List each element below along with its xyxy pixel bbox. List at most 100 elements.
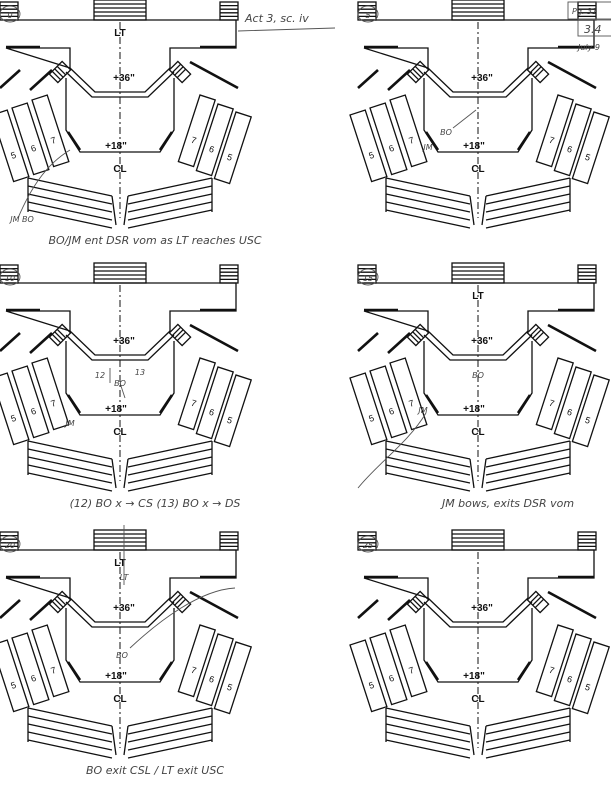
seat-section-label: 7	[408, 398, 416, 409]
seat-section-label: 7	[50, 398, 58, 409]
blocking-caption: (12) BO x → CS (13) BO x → DS	[70, 497, 241, 510]
panel-number-text: 0	[7, 11, 12, 20]
stairs-right	[577, 264, 597, 284]
seat-row	[27, 464, 213, 484]
seat-block-left: 6	[369, 632, 408, 706]
vom-edge-right	[158, 394, 174, 414]
seat-row	[27, 448, 213, 468]
upper-level-label: +36"	[113, 336, 135, 347]
upper-platform	[363, 549, 595, 599]
stairs-center	[93, 262, 147, 284]
seat-row	[385, 440, 571, 460]
seat-row	[27, 723, 213, 743]
seat-row	[385, 723, 571, 743]
seat-section-label: 6	[208, 407, 216, 418]
seat-row	[27, 739, 213, 759]
hatched-step-right-hatch	[171, 326, 182, 337]
hatched-step-right-hatch	[174, 329, 184, 339]
seat-block-right-outline	[535, 94, 575, 168]
hatched-step-left-hatch	[56, 328, 67, 339]
vom-aisle	[469, 458, 487, 489]
seat-block-right: 7	[177, 357, 217, 431]
side-rail	[547, 60, 597, 90]
hatched-step-right-hatch	[176, 68, 187, 79]
seat-block-left-outline	[349, 109, 388, 183]
seat-section-label: 7	[50, 135, 58, 146]
seat-section-label: 6	[30, 143, 38, 154]
hatched-step-left-outline	[406, 590, 430, 614]
hatched-step-left	[406, 590, 430, 614]
side-rail	[189, 590, 239, 620]
stairs-right-outline	[577, 264, 597, 284]
vom-edge-right	[516, 394, 532, 414]
seat-row	[27, 201, 213, 221]
seat-row	[27, 209, 213, 229]
seat-block-left-outline	[11, 632, 50, 706]
center-line-label: CL	[113, 694, 126, 705]
seat-block-left-outline	[31, 94, 70, 168]
panel-number-circle	[0, 535, 21, 553]
blocking-caption: BO/JM ent DSR vom as LT reaches USC	[48, 234, 261, 247]
panel-number-circle	[357, 535, 379, 553]
platform-label: LT	[472, 291, 483, 302]
hatched-step-right	[526, 60, 550, 84]
stairs-center-outline	[451, 0, 505, 21]
lower-level-label: +18"	[105, 141, 127, 152]
seat-block-left-outline	[369, 102, 408, 176]
seat-section-label: 5	[10, 413, 18, 424]
seat-block-right-outline	[571, 374, 611, 448]
hatched-step-right-hatch	[171, 593, 182, 604]
seat-block-right-outline	[177, 94, 217, 168]
seat-section-label: 6	[388, 673, 396, 684]
hatched-step-right-hatch	[174, 596, 184, 606]
seat-block-left-outline	[389, 624, 428, 698]
seat-block-left: 6	[11, 365, 50, 439]
upper-level-label: +36"	[113, 73, 135, 84]
seat-block-right: 6	[195, 366, 235, 440]
stairs-center-outline	[93, 262, 147, 284]
seat-block-left-outline	[0, 372, 30, 446]
act-scene-label: Act 3, sc. iv	[244, 12, 309, 25]
page-number: Pg. 31	[572, 7, 597, 16]
stairs-right-outline	[577, 531, 597, 551]
side-rail	[189, 60, 239, 90]
seating-downstage	[385, 440, 571, 492]
upper-platform	[5, 282, 237, 332]
hatched-step-left-hatch	[51, 70, 62, 81]
panel-number: 5	[357, 5, 379, 23]
seat-block-right: 7	[535, 357, 575, 431]
panel-number-text: 5	[365, 11, 370, 20]
seat-block-left: 5	[349, 109, 388, 183]
seat-row	[385, 739, 571, 759]
blocking-note: JM	[63, 419, 74, 428]
seat-block-left-outline	[369, 365, 408, 439]
hatched-step-left	[48, 323, 72, 347]
seat-block-right: 5	[571, 374, 611, 448]
side-rail	[357, 332, 379, 352]
seat-block-left: 6	[369, 102, 408, 176]
seat-row	[385, 472, 571, 492]
seat-section-label: 5	[226, 682, 234, 693]
stairs-right	[219, 531, 239, 551]
hatched-step-left-hatch	[56, 65, 67, 76]
hatched-step-left-hatch	[414, 65, 425, 76]
blocking-note: 12	[95, 371, 105, 380]
panel-number: 15	[357, 268, 379, 286]
center-line-label: CL	[471, 164, 484, 175]
stairs-center	[93, 529, 147, 551]
seating-downstage	[27, 440, 213, 492]
seat-block-right-outline	[571, 641, 611, 715]
seat-block-left: 5	[0, 109, 30, 183]
platform-label: LT	[114, 558, 125, 569]
seat-section-label: 6	[388, 406, 396, 417]
seat-row	[27, 456, 213, 476]
hatched-step-left-outline	[48, 60, 72, 84]
blocking-note: JM BO	[8, 215, 34, 224]
hatched-step-left-hatch	[51, 600, 62, 611]
vom-aisle	[469, 195, 487, 226]
seat-row	[27, 193, 213, 213]
seat-block-right-outline	[553, 366, 593, 440]
vom-aisle	[111, 195, 129, 226]
